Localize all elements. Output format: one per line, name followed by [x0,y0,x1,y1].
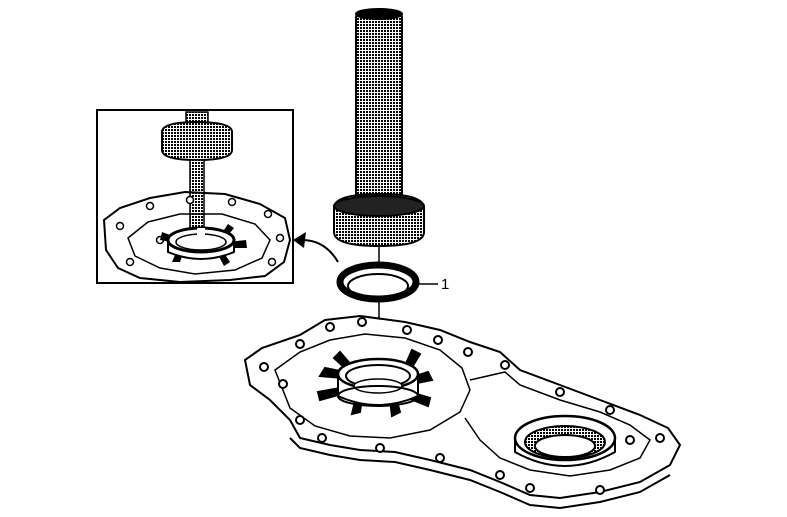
transfer-case-cover [243,314,682,510]
detail-arrow [293,232,339,263]
tool-handle [355,11,403,208]
bolt-holes [259,317,665,495]
arrow-head-icon [293,232,306,248]
installer-tool [333,8,425,248]
callout-1: 1 [441,276,449,293]
inset-detail [96,109,294,284]
seal-bore [316,348,434,418]
seal [336,261,420,303]
output-bore [513,414,617,467]
